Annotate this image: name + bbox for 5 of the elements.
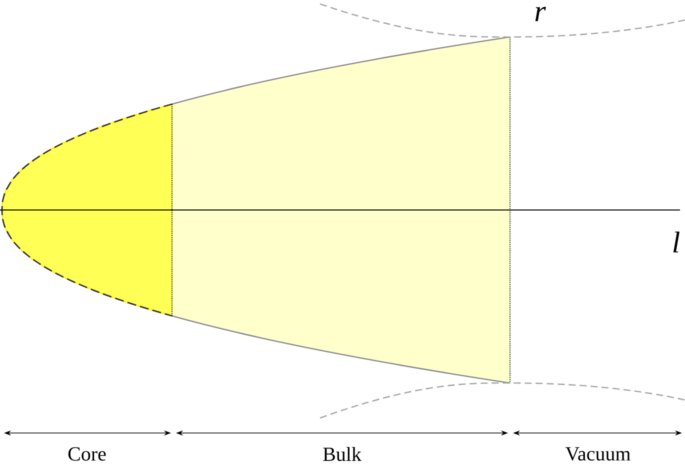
region-label: Core xyxy=(68,447,106,461)
region-label: Vacuum xyxy=(565,447,630,461)
axis-label: r xyxy=(535,6,546,22)
axis-label: l xyxy=(673,232,680,252)
region-label: Bulk xyxy=(323,446,362,462)
